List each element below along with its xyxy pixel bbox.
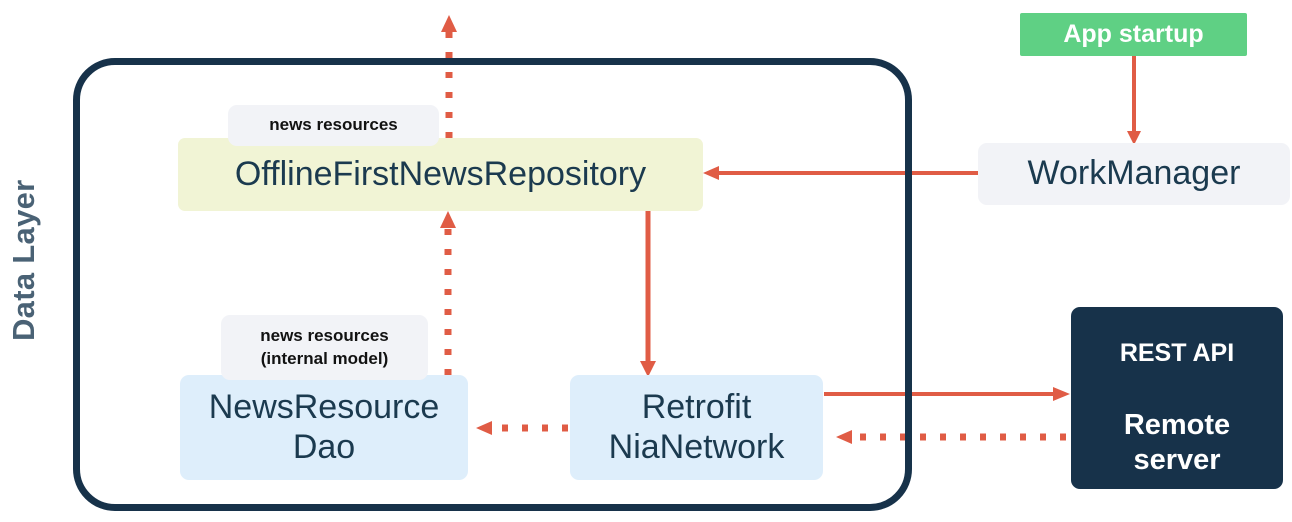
edge-label-news-resources: news resources: [228, 105, 439, 146]
node-retrofit-label-line1: Retrofit: [641, 388, 752, 427]
edge-label-news-resources-line1: news resources: [269, 115, 398, 135]
node-remote-server-label-line1: Remote: [1123, 408, 1231, 441]
node-restapi-label: REST API: [1119, 339, 1235, 367]
data-layer-title: Data Layer: [6, 179, 41, 341]
node-app-startup[interactable]: App startup: [1020, 13, 1247, 56]
node-dao-label-line1: NewsResource: [208, 388, 440, 427]
node-dao-label-line2: Dao: [292, 427, 356, 466]
node-workmanager-label: WorkManager: [1027, 154, 1241, 193]
edge-app-startup-to-workmanager: [1127, 56, 1141, 145]
edge-label-internal-line2: (internal model): [260, 348, 389, 368]
node-remote-server-label-line2: server: [1133, 443, 1221, 476]
node-remote-server[interactable]: REST API Remote server: [1071, 307, 1283, 489]
node-appstartup-label: App startup: [1063, 20, 1204, 49]
edge-label-news-resources-internal-model: news resources (internal model): [221, 315, 428, 380]
node-offline-first-news-repository[interactable]: OfflineFirstNewsRepository: [178, 138, 703, 211]
node-retrofit-label-line2: NiaNetwork: [608, 427, 785, 466]
node-work-manager[interactable]: WorkManager: [978, 143, 1290, 205]
node-repository-label: OfflineFirstNewsRepository: [234, 154, 647, 193]
node-retrofit-nia-network[interactable]: Retrofit NiaNetwork: [570, 375, 823, 480]
node-news-resource-dao[interactable]: NewsResource Dao: [180, 375, 468, 480]
edge-label-internal-line1: news resources: [260, 325, 389, 345]
data-layer-container: [73, 58, 912, 511]
